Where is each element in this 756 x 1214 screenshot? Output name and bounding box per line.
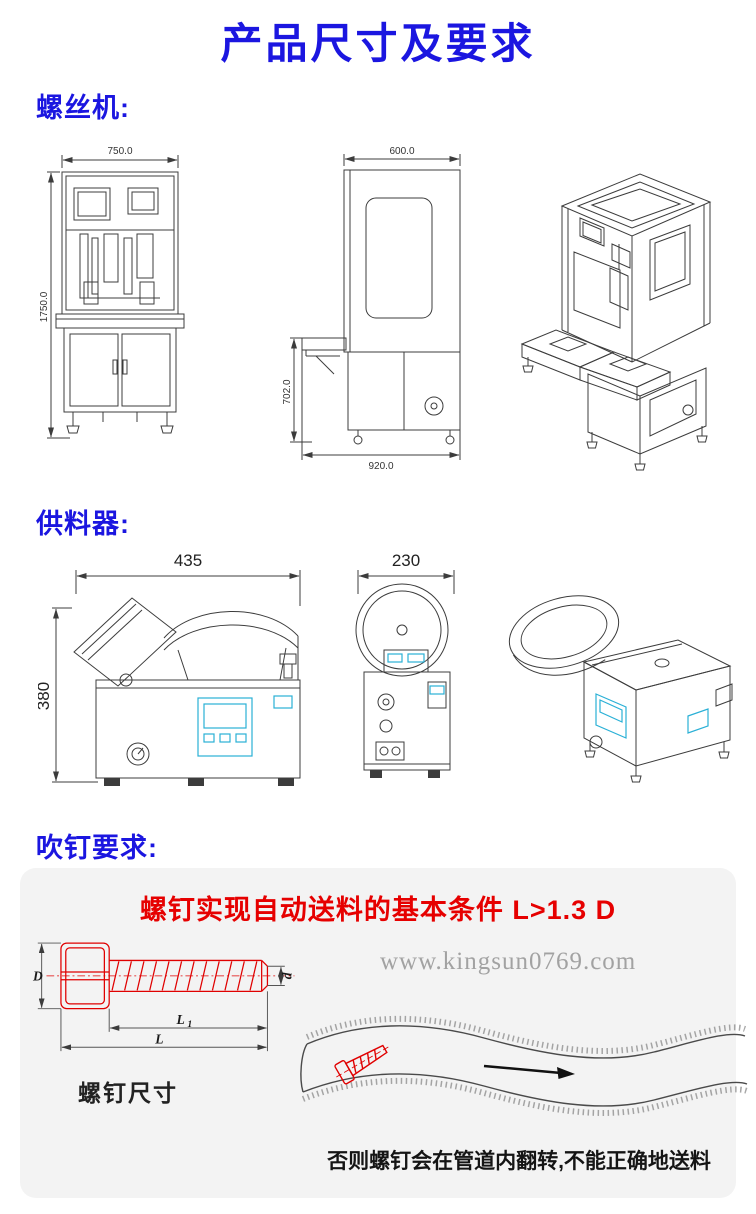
label-shaft-length: L — [175, 1012, 184, 1027]
watermark-text: www.kingsun0769.com — [380, 948, 637, 975]
drawing-screw-dimensions: D d L 1 L — [32, 942, 295, 1052]
screw-dimensions-caption: 螺钉尺寸 — [78, 1080, 178, 1106]
label-total-length: L — [154, 1031, 163, 1046]
dim-screw-side-depth: 920.0 — [368, 461, 393, 472]
dim-screw-front-height: 1750.0 — [40, 291, 50, 322]
section-heading-screw-machine: 螺丝机: — [36, 93, 130, 123]
dim-feeder-side-width: 230 — [392, 551, 420, 570]
feed-direction-arrow — [483, 1064, 575, 1079]
dim-feeder-front-width: 435 — [174, 551, 202, 570]
blow-note-text: 否则螺钉会在管道内翻转,不能正确地送料 — [327, 1150, 711, 1173]
dim-screw-front-width: 750.0 — [107, 146, 132, 157]
dim-screw-side-width: 600.0 — [389, 146, 414, 157]
drawing-screw-machine-iso-view — [520, 173, 712, 471]
drawing-feed-tube — [300, 1015, 749, 1116]
drawing-screw-machine-front-view: 750.0 1750.0 — [40, 146, 185, 439]
section-heading-blow-requirements: 吹钉要求: — [36, 833, 158, 863]
dim-feeder-front-height: 380 — [38, 682, 53, 710]
page-title: 产品尺寸及要求 — [220, 20, 536, 67]
label-shaft-length-sub: 1 — [187, 1019, 192, 1030]
drawing-screw-machine-side-view: 600.0 702.0 920.0 — [282, 146, 461, 472]
blow-condition-text: 螺钉实现自动送料的基本条件 L>1.3 D — [139, 895, 617, 925]
section-heading-feeder: 供料器: — [36, 509, 130, 539]
label-head-diameter: D — [32, 969, 43, 984]
label-shaft-diameter: d — [280, 972, 295, 979]
screw-in-tube — [334, 1044, 391, 1085]
drawing-feeder-side-view: 230 — [355, 551, 455, 778]
dim-screw-side-table-height: 702.0 — [282, 379, 293, 404]
blow-requirements-panel: 螺钉实现自动送料的基本条件 L>1.3 D www.kingsun0769.co… — [20, 868, 749, 1198]
drawing-feeder-iso-view — [508, 595, 733, 783]
drawing-feeder-front-view: 435 380 — [38, 551, 301, 786]
